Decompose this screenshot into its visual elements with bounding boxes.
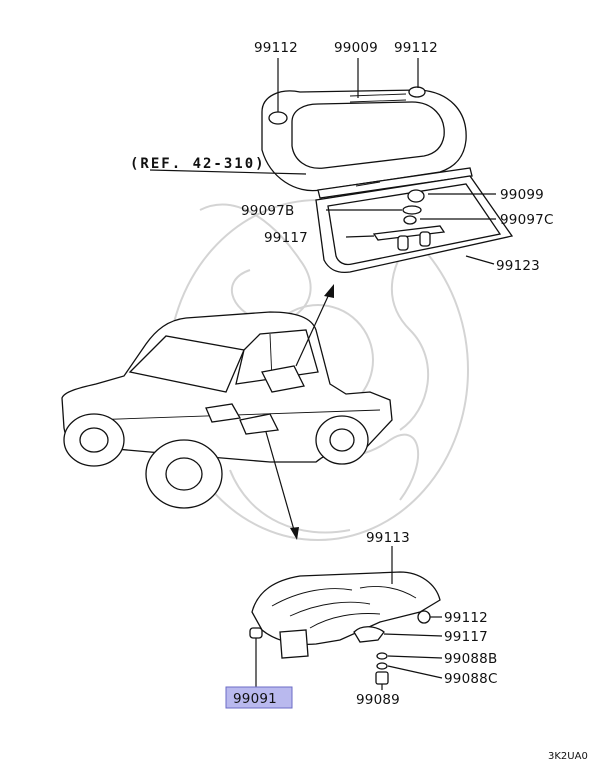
highlight-box (225, 686, 293, 709)
callout-99009[interactable]: 99009 (334, 40, 378, 56)
callout-99113[interactable]: 99113 (366, 530, 410, 546)
callout-99088C[interactable]: 99088C (444, 671, 498, 687)
upper-leader-lines (149, 58, 496, 265)
trim-cover-assembly (249, 571, 441, 690)
vehicle-outline (61, 311, 393, 509)
callout-99117-lower[interactable]: 99117 (444, 629, 488, 645)
callout-99117-upper[interactable]: 99117 (264, 230, 308, 246)
roof-hatch-assembly (261, 86, 514, 274)
callout-99099[interactable]: 99099 (500, 187, 544, 203)
highlighted-part-badge[interactable]: 99091 (225, 686, 293, 709)
callout-99112-left[interactable]: 99112 (254, 40, 298, 56)
callout-99097B[interactable]: 99097B (241, 203, 294, 219)
reference-label: (REF. 42-310) (130, 156, 266, 172)
footer-code: 3K2UA0 (548, 751, 588, 762)
callout-99088B[interactable]: 99088B (444, 651, 497, 667)
callout-99097C[interactable]: 99097C (500, 212, 554, 228)
callout-99112-right[interactable]: 99112 (394, 40, 438, 56)
callout-99091[interactable]: 99091 (233, 691, 277, 707)
callout-99089[interactable]: 99089 (356, 692, 400, 708)
location-arrows (265, 284, 334, 540)
lower-leader-lines (381, 546, 443, 690)
callout-99112-lower[interactable]: 99112 (444, 610, 488, 626)
callout-99123[interactable]: 99123 (496, 258, 540, 274)
